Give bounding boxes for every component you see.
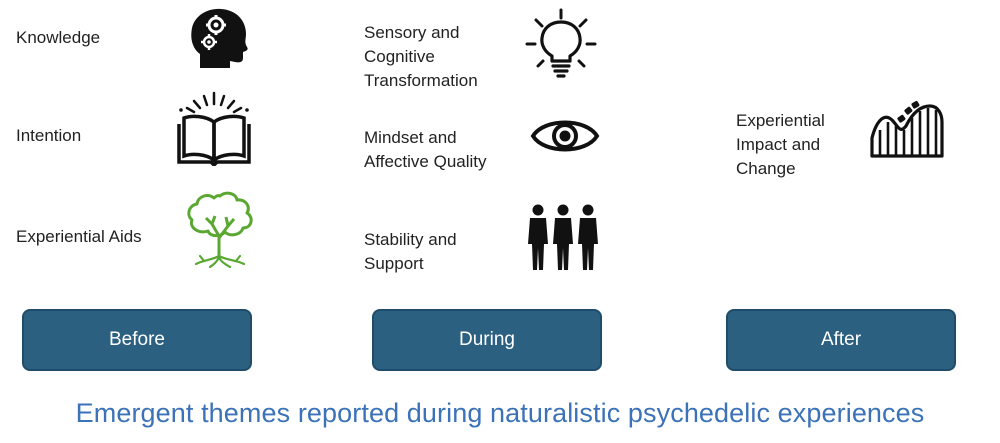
people-group-icon bbox=[528, 204, 598, 270]
theme-label-knowledge: Knowledge bbox=[16, 28, 101, 47]
eye-icon bbox=[530, 120, 600, 152]
lightbulb-icon bbox=[525, 8, 597, 78]
rollercoaster-icon bbox=[870, 100, 944, 158]
theme-label-stability-support: Stability and Support bbox=[364, 230, 457, 273]
theme-label-intention: Intention bbox=[16, 126, 82, 145]
phase-button-during[interactable]: During bbox=[372, 309, 602, 371]
figure-caption: Emergent themes reported during naturali… bbox=[75, 398, 925, 428]
theme-label-mindset-affective-quality: Mindset and Affective Quality bbox=[364, 128, 487, 171]
theme-label-experiential-impact-change: Experiential Impact and Change bbox=[736, 111, 825, 178]
phase-button-after[interactable]: After bbox=[726, 309, 956, 371]
open-book-icon bbox=[177, 91, 251, 166]
phase-button-before[interactable]: Before bbox=[22, 309, 252, 371]
theme-label-sensory-cognitive-transformation: Sensory and Cognitive Transformation bbox=[364, 23, 478, 90]
theme-label-experiential-aids: Experiential Aids bbox=[16, 227, 142, 246]
tree-icon bbox=[187, 191, 253, 268]
head-gears-icon bbox=[191, 8, 248, 69]
